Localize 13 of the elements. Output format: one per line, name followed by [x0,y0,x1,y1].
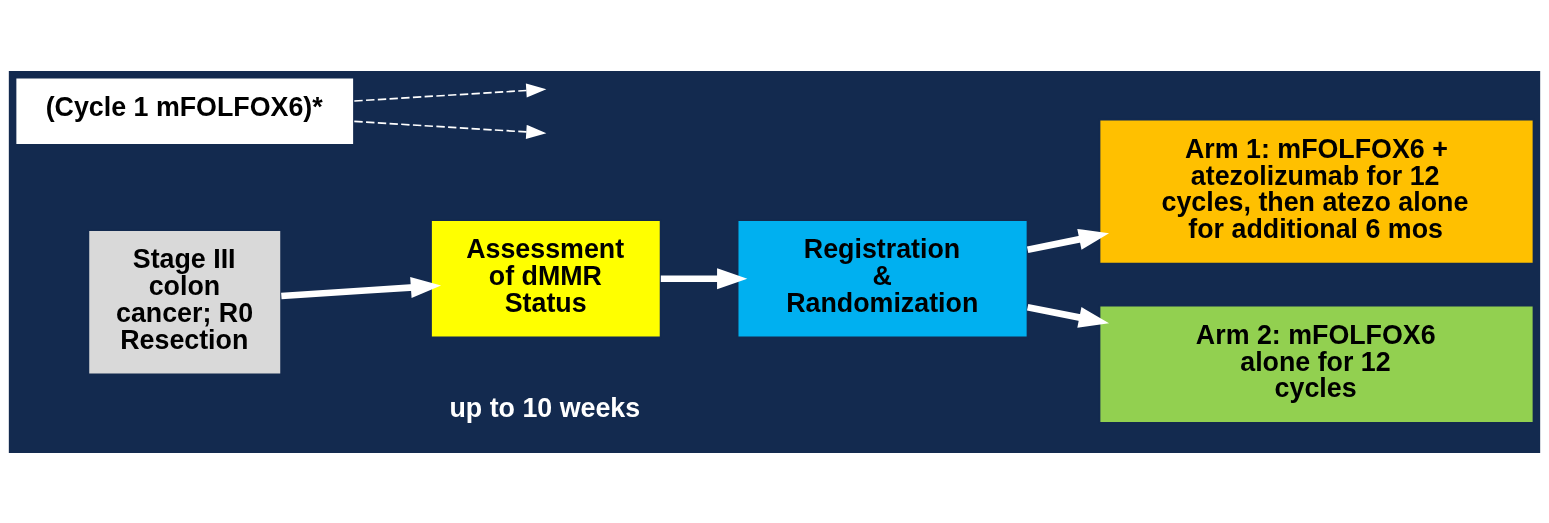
node-box: Arm 2: mFOLFOX6 alone for 12 cycles [1098,304,1535,424]
label: up to 10 weeks [449,392,641,423]
arrow [353,82,547,102]
arrow [353,120,547,139]
arrow [1026,303,1110,328]
node-box: Arm 1: mFOLFOX6 + atezolizumab for 12 cycles, then atezo alone for additional 6 mos [1098,118,1535,264]
node-box: (Cycle 1 mFOLFOX6)* [14,76,355,146]
arrow [1026,228,1110,253]
arrow [281,276,442,299]
node-box: Stage III colon cancer; R0 Resection [87,228,282,375]
arrow [660,267,748,289]
node-box: Assessment of dMMR Status [430,218,662,338]
node-box: Registration & Randomization [736,218,1029,338]
